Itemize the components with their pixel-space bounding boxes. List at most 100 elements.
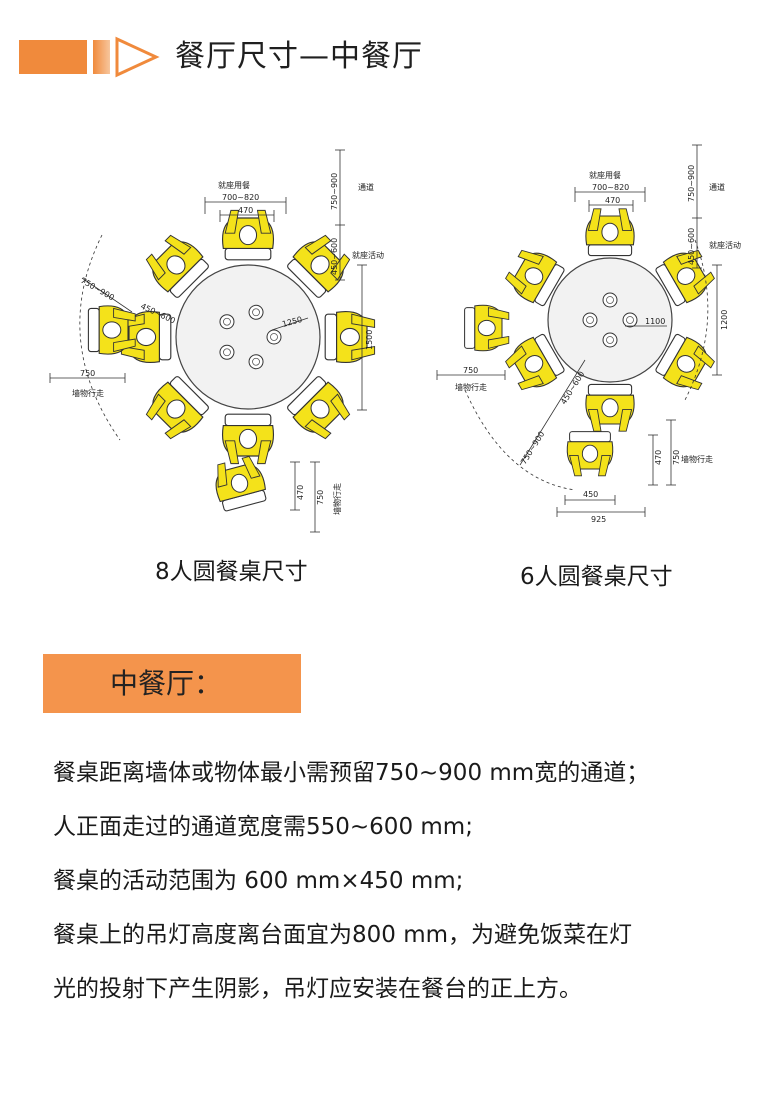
person-arm [241, 455, 261, 479]
dish-inner [586, 316, 594, 324]
seated-person [145, 234, 209, 298]
fig8-activity-label: 就座活动 [352, 250, 384, 260]
person-head [166, 255, 186, 275]
fig8-bottom-470-label: 470 [296, 485, 305, 500]
fig6-dishes-group [582, 292, 638, 348]
fig6-height-label: 1200 [720, 310, 729, 330]
wall-walking-person [87, 305, 136, 355]
dish-inner [252, 308, 260, 317]
fig8-diag-range-label: 750~900 [79, 276, 116, 302]
person-arm [256, 209, 272, 234]
person-head [166, 399, 186, 419]
person-arm [517, 375, 544, 391]
dish [582, 312, 598, 328]
figure-8-caption: 8人圆餐桌尺寸 [155, 559, 308, 585]
dish-inner [223, 348, 231, 357]
person-arm [676, 249, 703, 265]
person-arm [693, 345, 715, 369]
person-arm [351, 313, 376, 329]
fig8-aisle-label: 通道 [358, 182, 374, 192]
dish [219, 314, 235, 330]
person-head [524, 355, 544, 373]
page-header: 餐厅尺寸—中餐厅 [0, 0, 780, 110]
person-head [102, 321, 122, 339]
table-8-surface [175, 264, 321, 410]
body-line-1: 餐桌距离墙体或物体最小需预留750~900 mm宽的通道； [53, 760, 650, 786]
dish [602, 332, 618, 348]
person-arm [304, 419, 332, 440]
fig8-seat-width-label: 470 [238, 206, 253, 215]
fig6-right-470-label: 470 [654, 450, 663, 465]
person-arm [569, 454, 583, 477]
seated-person [655, 333, 715, 391]
wall-walking-person [566, 431, 614, 477]
figure-8-person-table: 就座用餐 700~820 470 通道 就座活动 750~900 450~600… [40, 140, 400, 540]
fig6-aisle-label: 通道 [709, 182, 725, 192]
chair-back [324, 313, 338, 361]
person-arm [304, 234, 332, 255]
dish-inner [606, 336, 614, 344]
body-line-2: 人正面走过的通道宽度需550~600 mm; [53, 814, 473, 840]
body-line-4: 餐桌上的吊灯高度离台面宜为800 mm，为避免饭菜在灯 [53, 922, 633, 948]
person-arm [618, 208, 633, 231]
seated-person [505, 333, 565, 391]
table-6-surface [547, 257, 673, 383]
seated-person [505, 249, 565, 307]
seated-person [324, 311, 376, 363]
fig8-height-label: 1500 [365, 330, 374, 350]
fig6-bottom-450-label: 450 [583, 490, 598, 499]
fig6-bottom-925-label: 925 [591, 515, 606, 524]
fig8-bottom-walk-label: 墙物行走 [332, 483, 342, 515]
fig8-seat-use-label: 就座用餐 [218, 180, 250, 190]
fig8-wall-walk-label: 墙物行走 [72, 388, 104, 398]
person-arm [145, 253, 166, 281]
person-arm [224, 440, 240, 465]
dish-inner [606, 296, 614, 304]
fig8-people-group [87, 209, 376, 512]
diagram-6-person: 就座用餐 700~820 470 通道 就座活动 750~900 450~600… [436, 144, 741, 524]
dish [219, 344, 235, 360]
person-arm [330, 393, 351, 421]
dish [602, 292, 618, 308]
person-head [676, 355, 696, 373]
fig6-people-group [464, 208, 715, 477]
dish-inner [252, 357, 260, 366]
chair-back [87, 307, 100, 353]
dish [622, 312, 638, 328]
dish [266, 329, 282, 345]
figure-6-caption: 6人圆餐桌尺寸 [520, 564, 673, 590]
chair-back [569, 431, 611, 443]
fig8-left-width-label: 750 [80, 369, 95, 378]
seated-person [287, 376, 351, 440]
person-head [310, 399, 330, 419]
fig8-seat-range-label: 700~820 [222, 193, 259, 202]
person-head [581, 444, 599, 463]
person-head [601, 398, 619, 418]
section-heading-box [43, 654, 301, 713]
chair-back [464, 307, 476, 349]
page-title: 餐厅尺寸—中餐厅 [175, 39, 423, 74]
wall-walking-person [215, 455, 267, 512]
person-head [136, 327, 157, 347]
person-head [676, 267, 696, 285]
person-arm [618, 409, 633, 432]
person-arm [517, 249, 544, 265]
fig6-right-750-label: 750 [672, 450, 681, 465]
fig6-seat-range-label: 700~820 [592, 183, 629, 192]
fig6-right-walk-label: 墙物行走 [681, 454, 713, 464]
fig6-left-width-label: 750 [463, 366, 478, 375]
person-arm [597, 454, 611, 477]
fig8-activity-range-label: 450~600 [330, 238, 339, 275]
person-arm [351, 345, 376, 361]
fig6-diameter-label: 1100 [645, 317, 665, 326]
dish-inner [626, 316, 634, 324]
chair-back [587, 244, 633, 257]
person-head [339, 327, 360, 347]
person-arm [693, 271, 715, 295]
dish-inner [270, 333, 278, 341]
person-arm [164, 234, 192, 255]
person-arm [505, 271, 527, 295]
person-arm [487, 335, 510, 349]
person-arm [113, 307, 136, 322]
fig6-diag-range-label: 750~900 [519, 430, 546, 466]
